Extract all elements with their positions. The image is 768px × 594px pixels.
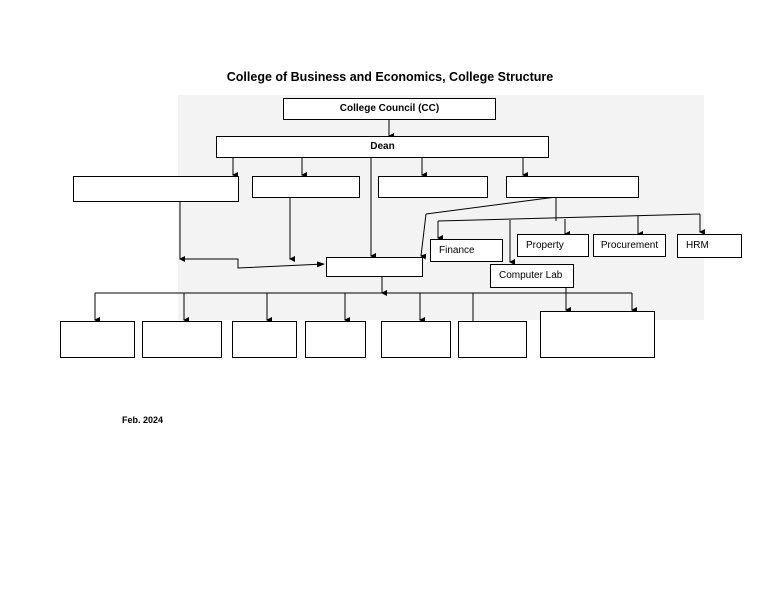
finance-box: Finance xyxy=(430,239,503,262)
property-box: Property xyxy=(517,234,589,257)
empty-box-bottom-1 xyxy=(60,321,135,358)
computer-lab-label: Computer Lab xyxy=(499,270,563,281)
empty-box-row2-1 xyxy=(73,176,239,202)
procurement-label: Procurement xyxy=(600,239,659,251)
empty-box-row2-3 xyxy=(378,176,488,198)
hrm-label: HRM xyxy=(686,240,709,251)
background-panel xyxy=(178,95,704,320)
empty-box-center xyxy=(326,257,423,277)
empty-box-row2-4 xyxy=(506,176,639,198)
dean-label: Dean xyxy=(370,141,395,152)
empty-box-bottom-7 xyxy=(540,311,655,358)
dean-box: Dean xyxy=(216,136,549,158)
college-council-label: College Council (CC) xyxy=(339,103,440,114)
empty-box-bottom-2 xyxy=(142,321,222,358)
empty-box-bottom-6 xyxy=(458,321,527,358)
finance-label: Finance xyxy=(439,244,475,256)
computer-lab-box: Computer Lab xyxy=(490,264,574,288)
empty-box-bottom-5 xyxy=(381,321,451,358)
empty-box-bottom-4 xyxy=(305,321,366,358)
date-label: Feb. 2024 xyxy=(122,415,164,425)
property-label: Property xyxy=(526,239,564,251)
procurement-box: Procurement xyxy=(593,234,666,257)
empty-box-row2-2 xyxy=(252,176,360,198)
chart-title: College of Business and Economics, Colle… xyxy=(226,70,554,84)
hrm-box: HRM xyxy=(677,234,742,258)
college-council-box: College Council (CC) xyxy=(283,98,496,120)
empty-box-bottom-3 xyxy=(232,321,297,358)
